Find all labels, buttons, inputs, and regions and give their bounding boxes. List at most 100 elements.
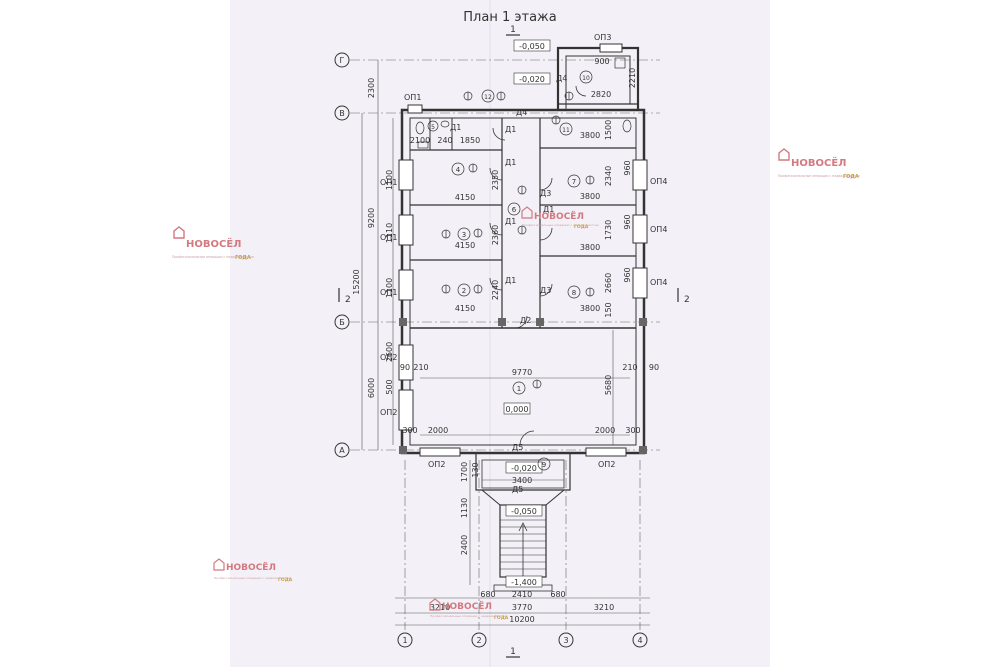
- dim-2350: 2350: [491, 170, 500, 190]
- dim-2600: 2600: [385, 342, 394, 362]
- room-2: 2: [462, 287, 466, 295]
- dim-1850: 1850: [460, 136, 480, 145]
- dim-2660: 2660: [604, 273, 613, 293]
- watermark-brand: НОВОСЁЛ: [226, 562, 276, 573]
- dim-3210-right: 3210: [594, 603, 614, 612]
- dim-300-right: 300: [625, 426, 640, 435]
- dim-1100-a: 1100: [385, 170, 394, 190]
- room-numbers: 1 2 3 4 5 6 7 8 9 10 11 12: [431, 75, 590, 469]
- axis-g: Г: [340, 56, 345, 65]
- watermark-brand: НОВОСЁЛ: [186, 236, 241, 250]
- level-l2: -0,020: [519, 75, 545, 84]
- axis-3: 3: [563, 636, 568, 645]
- room-5: 5: [431, 124, 435, 131]
- watermark-subtitle: Профессиональные операции с недвижимость…: [214, 576, 292, 580]
- dim-90-right: 90: [649, 363, 659, 372]
- watermark-brand: НОВОСЁЛ: [534, 211, 584, 222]
- dim-6000: 6000: [367, 378, 376, 398]
- op2-left-lower: ОП2: [380, 408, 397, 417]
- door-d1-room3: Д1: [505, 217, 516, 226]
- watermark-goda: ГОДА: [235, 255, 251, 261]
- watermark-subtitle: Профессиональные операции с недвижимость…: [522, 223, 600, 227]
- op1-left-middle: ОП1: [380, 233, 397, 242]
- op2-bottom-left: ОП2: [428, 460, 445, 469]
- dim-4150-lower: 4150: [455, 304, 475, 313]
- dim-960-a: 960: [623, 160, 632, 175]
- dim-3400: 3400: [512, 476, 532, 485]
- dim-90-left: 90: [400, 363, 410, 372]
- columns: [399, 318, 647, 454]
- watermark-subtitle: Профессиональные операции с недвижимость…: [172, 255, 254, 259]
- room-3: 3: [462, 231, 466, 239]
- dim-2360: 2360: [491, 225, 500, 245]
- opening-labels: ОП1 ОП1 ОП1 ОП1 ОП2 ОП2 ОП2 ОП2 ОП3 ОП4 …: [380, 33, 667, 469]
- dim-1730: 1730: [604, 220, 613, 240]
- axis-4: 4: [637, 636, 642, 645]
- dim-1100-b: 1100: [385, 278, 394, 298]
- op2-bottom-right: ОП2: [598, 460, 615, 469]
- dim-4150-middle: 4150: [455, 241, 475, 250]
- room-11: 11: [562, 127, 570, 134]
- dimension-lines: [361, 60, 650, 626]
- dim-9200: 9200: [367, 208, 376, 228]
- room-7: 7: [572, 178, 576, 186]
- room-9: 9: [542, 461, 546, 469]
- watermark-bottom-left: НОВОСЁЛ Профессиональные операции с недв…: [213, 558, 293, 583]
- room-6: 6: [512, 206, 517, 214]
- dim-210-right: 210: [622, 363, 637, 372]
- dim-9770: 9770: [512, 368, 532, 377]
- level-l4: -0,020: [511, 464, 537, 473]
- dim-2820: 2820: [591, 90, 611, 99]
- dim-3800-top: 3800: [580, 131, 600, 140]
- door-d1-room4: Д1: [505, 158, 516, 167]
- dim-900: 900: [594, 57, 609, 66]
- dim-2210: 2210: [628, 68, 637, 88]
- room-12: 12: [484, 94, 492, 101]
- dim-150: 150: [604, 302, 613, 317]
- door-d1-wc-b: Д1: [505, 125, 516, 134]
- dim-300-left: 300: [402, 426, 417, 435]
- watermark-brand: НОВОСЁЛ: [791, 155, 846, 169]
- dim-2100: 2100: [410, 136, 430, 145]
- op3-top: ОП3: [594, 33, 611, 42]
- axis-markers-numbers: 1 2 3 4: [397, 632, 648, 648]
- watermark-left: НОВОСЁЛ Профессиональные операции с недв…: [172, 226, 254, 261]
- dim-overall-width: 10200: [509, 615, 534, 624]
- dim-1110: 1110: [385, 223, 394, 243]
- room-4: 4: [456, 166, 461, 174]
- watermark-goda: ГОДА: [574, 224, 589, 230]
- watermark-brand: НОВОСЁЛ: [442, 601, 492, 612]
- section-mark-bottom: 1: [510, 647, 516, 657]
- section-mark-top: 1: [510, 25, 516, 35]
- op4-right-lower: ОП4: [650, 278, 667, 287]
- door-d3-lower: Д3: [540, 286, 551, 295]
- door-d1-room7: Д1: [543, 205, 554, 214]
- toilet-icon: [415, 121, 425, 135]
- axis-a: А: [339, 446, 345, 455]
- dim-3800-lower: 3800: [580, 304, 600, 313]
- watermark-goda: ГОДА: [278, 577, 293, 583]
- dim-3770: 3770: [512, 603, 532, 612]
- dim-960-c: 960: [623, 267, 632, 282]
- op4-right-middle: ОП4: [650, 225, 667, 234]
- axis-v: В: [339, 109, 345, 118]
- door-d1-wc-a: Д1: [450, 123, 461, 132]
- watermark-goda: ГОДА: [494, 615, 509, 621]
- dim-2400: 2400: [460, 535, 469, 555]
- plan-title: План 1 этажа: [463, 10, 556, 25]
- door-d4-annex: Д4: [556, 74, 567, 83]
- dim-680-right: 680: [550, 590, 565, 599]
- watermark-right: НОВОСЁЛ Профессиональные операции с недв…: [778, 148, 860, 180]
- op1-left-lower: ОП1: [380, 288, 397, 297]
- door-d4-corridor: Д4: [516, 108, 527, 117]
- axis-b: Б: [339, 318, 345, 327]
- dim-4150-upper: 4150: [455, 193, 475, 202]
- toilet-icon: [622, 119, 632, 133]
- dim-2300: 2300: [367, 78, 376, 98]
- dim-210-left: 210: [413, 363, 428, 372]
- dim-1130: 1130: [460, 498, 469, 518]
- level-marks: -0,050 -0,020 0,000 -0,020 -0,050 -1,400: [503, 39, 551, 588]
- watermark-subtitle: Профессиональные операции с недвижимость…: [778, 174, 860, 178]
- axis-1: 1: [402, 636, 407, 645]
